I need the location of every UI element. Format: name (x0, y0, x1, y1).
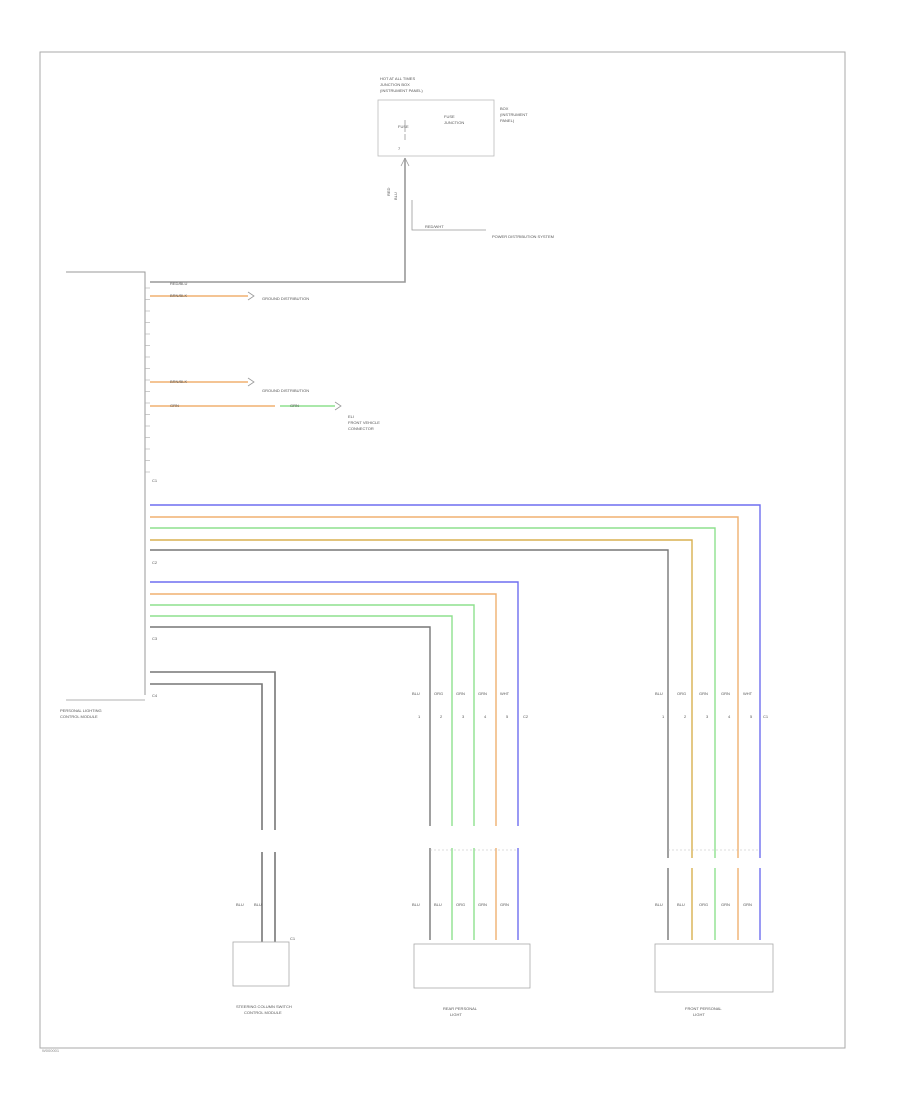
fuse-box-side-3: BOX (500, 106, 509, 111)
front-pin-label: 3 (706, 714, 709, 719)
front-lower-wire-label: BLU (677, 902, 685, 907)
rear-light-wire (150, 626, 431, 826)
connector-d-label: C4 (152, 693, 158, 698)
rear-wire-label: WHT (500, 691, 510, 696)
rear-connector-label: C2 (523, 714, 529, 719)
fuse-label: FUSE (398, 124, 409, 129)
module-pin-ticks (145, 287, 150, 473)
rear-personal-light-box (413, 943, 531, 989)
front-light-wire (150, 549, 669, 858)
front-wire-label: BLU (655, 691, 663, 696)
rear-lower-wire-label: BLU (434, 902, 442, 907)
right-component-name-2: LIGHT (693, 1012, 705, 1017)
rear-lower-wire-label: GRN (478, 902, 487, 907)
steering-switch-wire (150, 683, 263, 830)
fuse-box-side-1: FUSE (444, 114, 455, 119)
middle-component-name-2: LIGHT (450, 1012, 462, 1017)
module-power-color: RED/BLU (170, 281, 187, 286)
rear-pin-label: 1 (418, 714, 421, 719)
fuse-box-side-4: (INSTRUMENT (500, 112, 528, 117)
front-personal-light-box (654, 943, 774, 993)
feed-branch-color: RED/WHT (425, 224, 444, 229)
rear-light-wire (150, 604, 475, 826)
diagram-frame (39, 51, 846, 1049)
front-pin-label: 2 (684, 714, 687, 719)
feed-color-2: BLU (393, 192, 398, 200)
front-light-wire (150, 516, 739, 858)
module-data2-color: GRN (170, 403, 179, 408)
front-connector-label: C1 (763, 714, 769, 719)
connector-c-label: C3 (152, 636, 158, 641)
rear-lower-wire-label: GRN (500, 902, 509, 907)
left-component-name-2: CONTROL MODULE (244, 1010, 282, 1015)
front-pin-label: 1 (662, 714, 665, 719)
feed-color-1: RED (386, 187, 391, 196)
rear-wire-label: ORG (434, 691, 443, 696)
left-lower-wire-label: BLU (236, 902, 244, 907)
fuse-box-title-2: JUNCTION BOX (380, 82, 410, 87)
fuse-box-outline (377, 99, 495, 157)
rear-wire-label: GRN (478, 691, 487, 696)
lighting-control-module: PERSONAL LIGHTING CONTROL MODULE C1 C2 C… (60, 271, 158, 719)
front-wire-label: ORG (677, 691, 686, 696)
module-gnd-target: GROUND DISTRIBUTION (262, 296, 309, 301)
front-light-wire (150, 504, 761, 858)
front-lower-wire-label: ORG (699, 902, 708, 907)
rear-light-wire (150, 581, 519, 826)
connector-a-label: C1 (152, 478, 158, 483)
module-data1-target: GROUND DISTRIBUTION (262, 388, 309, 393)
module-ground-link-color: BRN/BLK (170, 293, 187, 298)
rear-light-wire (150, 615, 453, 826)
front-lower-wire-label: GRN (721, 902, 730, 907)
rear-pin-label: 5 (506, 714, 509, 719)
rear-lower-wire-label: BLU (412, 902, 420, 907)
module-data2-mid: GRN (290, 403, 299, 408)
module-name-2: CONTROL MODULE (60, 714, 98, 719)
rear-wire-label: BLU (412, 691, 420, 696)
steering-switch-module-box (232, 941, 290, 987)
feed-branch-target: POWER DISTRIBUTION SYSTEM (492, 234, 554, 239)
front-lower-wire-label: GRN (743, 902, 752, 907)
fuse-box: HOT AT ALL TIMES JUNCTION BOX (INSTRUMEN… (377, 76, 528, 157)
front-wire-label: GRN (721, 691, 730, 696)
rear-pin-label: 3 (462, 714, 465, 719)
middle-component-name-1: REAR PERSONAL (443, 1006, 478, 1011)
rear-light-wire (150, 593, 497, 826)
front-light-wire (150, 527, 716, 858)
right-component-name-1: FRONT PERSONAL (685, 1006, 722, 1011)
components: STEERING COLUMN SWITCH CONTROL MODULE C1… (232, 936, 774, 1017)
fuse-pin: 7 (398, 146, 401, 151)
fuse-box-side-5: PANEL) (500, 118, 515, 123)
connector-b-label: C2 (152, 560, 158, 565)
rear-pin-label: 2 (440, 714, 443, 719)
front-pin-label: 4 (728, 714, 731, 719)
fuse-box-side-2: JUNCTION (444, 120, 464, 125)
footer-code: W000001 (42, 1048, 60, 1053)
module-data2-target-3: CONNECTOR (348, 426, 374, 431)
front-wire-label: GRN (699, 691, 708, 696)
module-data2-target-2: FRONT VEHICLE (348, 420, 380, 425)
fuse-box-title-3: (INSTRUMENT PANEL) (380, 88, 423, 93)
module-data1-color: BRN/BLK (170, 379, 187, 384)
module-name-1: PERSONAL LIGHTING (60, 708, 102, 713)
rear-pin-label: 4 (484, 714, 487, 719)
module-data2-target-1: ELI (348, 414, 354, 419)
rear-lower-wire-label: ORG (456, 902, 465, 907)
rear-wire-label: GRN (456, 691, 465, 696)
front-light-wire (150, 539, 693, 858)
front-wire-label: WHT (743, 691, 753, 696)
front-pin-label: 5 (750, 714, 753, 719)
front-lower-wire-label: BLU (655, 902, 663, 907)
left-component-name-1: STEERING COLUMN SWITCH (236, 1004, 292, 1009)
module-wires-top: RED/BLU BRN/BLK GROUND DISTRIBUTION BRN/… (150, 281, 380, 431)
fuse-box-title-1: HOT AT ALL TIMES (380, 76, 415, 81)
left-lower-wire-label: BLU (254, 902, 262, 907)
steering-switch-wire (150, 671, 276, 830)
power-feed-wire: RED BLU RED/WHT POWER DISTRIBUTION SYSTE… (150, 157, 554, 283)
left-connector: C1 (290, 936, 296, 941)
